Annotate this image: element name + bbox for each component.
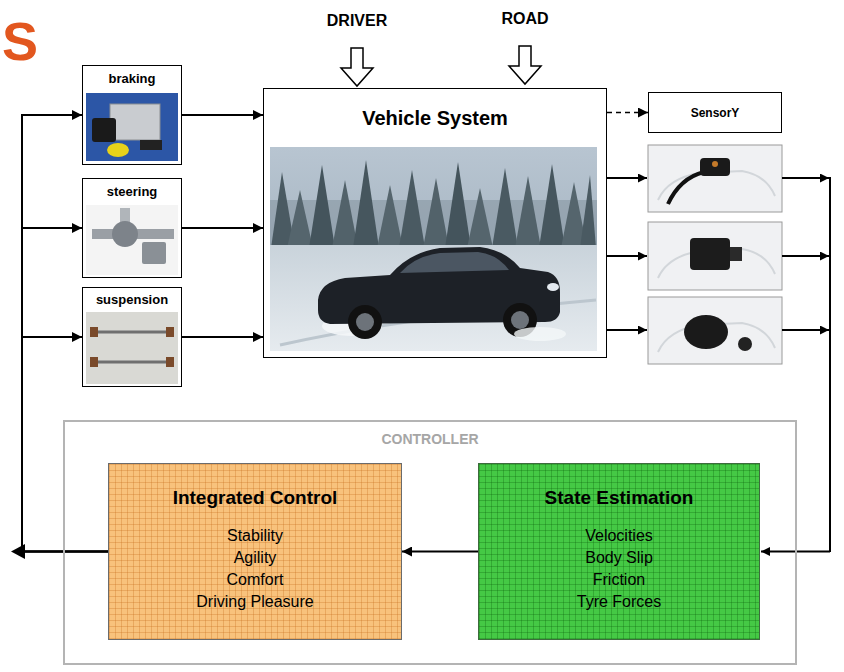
picture-ground (86, 205, 178, 275)
block-item: Agility (234, 547, 277, 569)
signal-arrow (182, 114, 263, 116)
block-title: Integrated Control (173, 486, 338, 509)
sensor-plug (730, 247, 742, 261)
sensor-mark (712, 161, 718, 167)
sensor-cap (738, 337, 752, 351)
plant-title: Vehicle System (362, 106, 508, 130)
input-arrow (509, 46, 541, 84)
picture-ground (86, 93, 178, 161)
tree (445, 162, 471, 248)
signal-arrow (782, 177, 829, 179)
signal-arrow (782, 255, 829, 257)
suspension-picture (86, 312, 178, 384)
tree (515, 176, 541, 248)
pump-motor (92, 118, 116, 142)
block-item: Friction (593, 569, 645, 591)
car-window (400, 252, 509, 273)
head-light (547, 283, 559, 291)
actuator-name: braking (109, 71, 156, 87)
block-item: Velocities (585, 525, 653, 547)
sensor-body (700, 158, 730, 176)
tree (492, 168, 518, 248)
rod-end (166, 327, 174, 337)
block-item: Driving Pleasure (196, 591, 313, 613)
controller-frame: CONTROLLER Integrated ControlStabilityAgi… (63, 420, 797, 665)
sensor-body (684, 315, 728, 349)
picture-ground (86, 312, 178, 384)
braking-picture (86, 93, 178, 161)
input-label: ROAD (501, 10, 548, 28)
tree (580, 175, 596, 248)
signal-arrow (607, 177, 647, 179)
tree (539, 164, 565, 248)
vehicle-picture (270, 147, 597, 351)
motor-cap (107, 143, 129, 157)
title-fragment: S (2, 10, 38, 72)
valve-block (110, 104, 160, 140)
input-label: DRIVER (327, 12, 387, 30)
wheel-speed-sensor-picture (648, 145, 782, 212)
stabilizer-rod (94, 331, 170, 334)
block-item: Tyre Forces (577, 591, 661, 613)
signal-arrow (182, 227, 263, 229)
connector (140, 140, 162, 150)
snow-spray (514, 327, 566, 341)
picture-frame (648, 222, 782, 290)
sensor-bus (829, 177, 831, 552)
tree (332, 180, 358, 248)
wheel-rim (511, 311, 529, 329)
wheel-rim (356, 313, 374, 331)
tree (399, 170, 425, 248)
yaw-rate-sensor-picture (648, 222, 782, 290)
sensor-box: SensorY (648, 92, 782, 133)
tree (467, 188, 493, 248)
block-item: Body Slip (585, 547, 653, 569)
snow-ground (270, 245, 597, 351)
picture-frame (648, 297, 782, 364)
signal-arrow (182, 336, 263, 338)
estimation-block: State EstimationVelocitiesBody SlipFrict… (478, 463, 760, 640)
tree (423, 178, 449, 248)
sensor-cable (668, 172, 704, 204)
sensor-name: SensorY (691, 106, 740, 120)
steering-angle-sensor-picture (648, 297, 782, 364)
stabilizer-rod (94, 361, 170, 364)
tree (309, 165, 335, 248)
steering-picture (86, 205, 178, 275)
block-item: Stability (227, 525, 283, 547)
car-wheel (348, 305, 382, 339)
plant-box: Vehicle System (263, 88, 607, 358)
signal-arrow (22, 337, 108, 552)
actuator-box: suspension (82, 287, 182, 387)
sensor-body (690, 238, 730, 270)
block-item: Comfort (227, 569, 284, 591)
dashed-arrow (607, 112, 648, 114)
control-block: Integrated ControlStabilityAgilityComfor… (108, 463, 402, 640)
signal-arrow (402, 551, 478, 553)
rod-end (166, 357, 174, 367)
rod-end (90, 327, 98, 337)
signal-arrow (22, 115, 108, 552)
sky (270, 147, 597, 351)
actuator-name: steering (107, 184, 158, 200)
signal-arrow (22, 228, 108, 552)
assist-motor (142, 242, 166, 264)
frame-title: CONTROLLER (381, 431, 478, 448)
actuator-box: braking (82, 65, 182, 165)
rod-end (90, 357, 98, 367)
tree (377, 185, 403, 248)
actuator-name: suspension (96, 292, 168, 308)
tree (287, 190, 313, 248)
actuator-box: steering (82, 178, 182, 278)
picture-frame (648, 145, 782, 212)
signal-arrow (782, 329, 829, 331)
signal-arrow (607, 329, 647, 331)
block-title: State Estimation (545, 486, 694, 509)
input-arrow (341, 48, 373, 86)
tree (353, 160, 379, 248)
signal-arrow (607, 255, 647, 257)
gear-housing (112, 221, 138, 247)
